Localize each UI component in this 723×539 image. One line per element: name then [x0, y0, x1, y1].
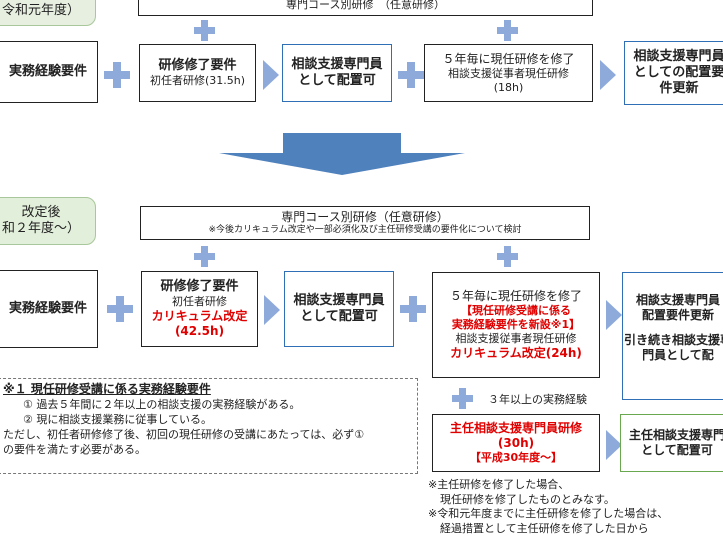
course-label-bottom: 専門コース別研修（任意研修）: [281, 209, 449, 224]
right-box-label: 相談支援専門員としての配置要件更新: [633, 48, 723, 97]
training-req-title: 研修修了要件: [160, 279, 239, 294]
experience-label: 実務経験要件: [8, 63, 87, 79]
three-year-experience: ３年以上の実務経験: [488, 391, 587, 407]
renewal-title: ５年毎に現任研修を修了: [449, 289, 582, 304]
renewal-box-bottom: ５年毎に現任研修を修了 【現任研修受講に係る 実務経験要件を新設※1】 相談支援…: [432, 272, 600, 378]
chief-red3: 【平成30年度～】: [469, 451, 563, 465]
chief-training-box: 主任相談支援専門員研修 (30h) 【平成30年度～】: [432, 414, 600, 472]
era-tag-bottom: 改定後 和２年度～）: [0, 197, 96, 245]
training-req-detail: 初任者研修: [172, 295, 227, 309]
era-tag-top: 令和元年度）: [0, 0, 96, 26]
note-item-1: ① 過去５年間に２年以上の相談支援の実務経験がある。: [23, 398, 301, 411]
era-tag-top-text: 令和元年度）: [1, 2, 80, 18]
arrow-right-icon: [606, 430, 622, 460]
note-item-2: ② 現に相談支援業務に従事している。: [23, 413, 213, 426]
experience-label: 実務経験要件: [8, 300, 87, 316]
training-req-red2: (42.5h): [174, 324, 225, 338]
chief-right-line2: として配置可: [641, 443, 713, 457]
plus-icon: [194, 246, 215, 267]
renewal-box-top: ５年毎に現任研修を修了 相談支援従事者現任研修 (18h): [424, 44, 593, 102]
right-box-line4: 門員として配: [642, 348, 714, 362]
chief-red2: (30h): [497, 436, 535, 451]
course-label-top: 専門コース別研修 （任意研修）: [286, 0, 445, 11]
renewal-detail: 相談支援従事者現任研修: [448, 66, 569, 80]
arrow-right-icon: [263, 60, 279, 90]
chief-right-box: 主任相談支援専門 として配置可: [620, 414, 723, 472]
course-note: ※今後カリキュラム改定や一部必須化及び主任研修受講の要件化について検討: [208, 224, 522, 235]
training-req-box-top: 研修修了要件 初任者研修(31.5h): [139, 44, 256, 102]
right-box-line3: 引き続き相談支援専: [623, 333, 723, 347]
plus-icon: [398, 62, 424, 88]
course-box-bottom: 専門コース別研修（任意研修） ※今後カリキュラム改定や一部必須化及び主任研修受講…: [140, 206, 590, 240]
note-box: ※１ 現任研修受講に係る実務経験要件 ① 過去５年間に２年以上の相談支援の実務経…: [0, 378, 418, 474]
right-box-line1: 相談支援専門員: [635, 293, 720, 307]
training-req-red1: カリキュラム改定: [151, 309, 248, 323]
placement-box-bottom: 相談支援専門員として配置可: [284, 271, 394, 347]
plus-icon: [497, 20, 518, 41]
renewal-red2: 実務経験要件を新設※1】: [451, 318, 581, 332]
arrow-right-icon: [606, 300, 622, 330]
training-req-detail: 初任者研修(31.5h): [149, 74, 246, 88]
exp3-label: ３年以上の実務経験: [488, 393, 587, 406]
footnote-1: ※主任研修を修了した場合、: [428, 478, 570, 491]
right-box-top: 相談支援専門員としての配置要件更新: [624, 41, 723, 105]
footnote-4: 経過措置として主任研修を修了した日から: [440, 521, 649, 535]
note-title: ※１ 現任研修受講に係る実務経験要件: [3, 382, 211, 396]
placement-box-top: 相談支援専門員として配置可: [282, 44, 392, 102]
era-tag-line2: 和２年度～）: [1, 221, 80, 236]
placement-label: 相談支援専門員として配置可: [293, 292, 385, 324]
placement-label: 相談支援専門員として配置可: [291, 56, 383, 88]
plus-icon: [104, 62, 130, 88]
chief-red1: 主任相談支援専門員研修: [449, 421, 582, 436]
footnote-2: 現任研修を修了したものとみなす。: [440, 492, 615, 506]
renewal-hours: (18h): [493, 80, 524, 94]
renewal-title: ５年毎に現任研修を修了: [442, 51, 575, 66]
footnotes: ※主任研修を修了した場合、 現任研修を修了したものとみなす。 ※令和元年度までに…: [428, 478, 668, 536]
arrow-right-icon: [264, 295, 280, 325]
plus-icon: [194, 20, 215, 41]
renewal-detail: 相談支援従事者現任研修: [455, 331, 577, 345]
down-arrow-icon: [219, 133, 465, 175]
era-tag-line1: 改定後: [21, 204, 61, 220]
chief-right-line1: 主任相談支援専門: [628, 428, 723, 442]
plus-icon: [452, 388, 473, 409]
experience-box-top: 実務経験要件: [0, 41, 98, 103]
training-req-box-bottom: 研修修了要件 初任者研修 カリキュラム改定 (42.5h): [141, 271, 258, 347]
renewal-red3: カリキュラム改定(24h): [450, 345, 582, 360]
right-box-line2: 配置要件更新: [641, 308, 714, 322]
training-req-title: 研修修了要件: [158, 58, 237, 73]
course-box-top: 専門コース別研修 （任意研修）: [138, 0, 593, 16]
note-item-4: の要件を満たす必要がある。: [3, 443, 146, 456]
plus-icon: [400, 296, 426, 322]
plus-icon: [497, 246, 518, 267]
arrow-right-icon: [600, 60, 616, 90]
plus-icon: [107, 296, 133, 322]
right-box-bottom: 相談支援専門員 配置要件更新 引き続き相談支援専 門員として配: [622, 272, 723, 400]
note-item-3: ただし、初任者研修修了後、初回の現任研修の受講にあたっては、必ず①: [3, 428, 365, 441]
renewal-red1: 【現任研修受講に係る: [461, 304, 571, 318]
experience-box-bottom: 実務経験要件: [0, 270, 98, 348]
footnote-3: ※令和元年度までに主任研修を修了した場合は、: [428, 507, 669, 520]
